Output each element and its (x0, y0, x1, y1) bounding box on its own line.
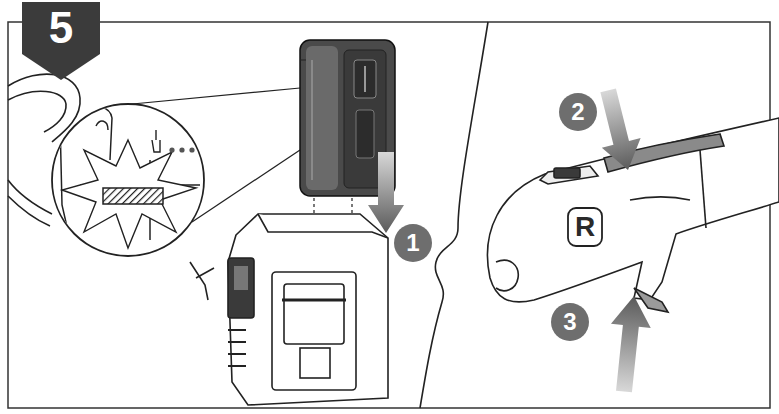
magnifier (52, 104, 204, 256)
brand-logo: R (575, 213, 595, 241)
tool-body (190, 214, 388, 405)
callout-circle: 2 (559, 93, 597, 131)
divider (420, 22, 488, 408)
circle-shape (551, 303, 589, 341)
callout-number: 1 (406, 231, 419, 255)
callout-number: 3 (563, 310, 576, 334)
circle-shape (559, 93, 597, 131)
insert-arrow (368, 152, 404, 233)
step-badge: 5 (22, 2, 100, 80)
badge-shape (22, 2, 100, 80)
press-arrow (604, 294, 654, 394)
callout-circle: 1 (394, 224, 432, 262)
circle-shape (394, 224, 432, 262)
callout-circle: 3 (551, 303, 589, 341)
step-number: 5 (49, 6, 73, 50)
callout-number: 2 (571, 100, 584, 124)
press-arrow (589, 86, 648, 175)
